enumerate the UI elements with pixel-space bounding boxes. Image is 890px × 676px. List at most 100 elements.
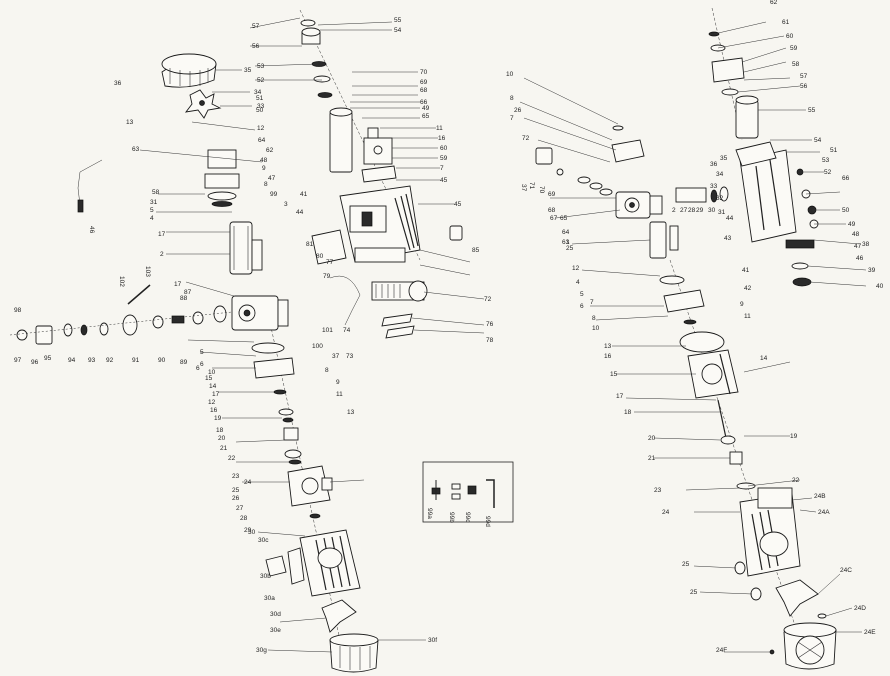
part-number-label: 92 [106,357,114,364]
part-number-label: 15 [610,371,618,378]
strip [785,239,815,249]
part-number-label: 9 [336,379,340,386]
part-number-label: 6 [580,303,584,310]
part-number-label: 89 [180,359,188,366]
part-number-label: 3 [284,201,288,208]
part-number-label: 30g [256,647,267,654]
part-number-label: 97 [14,357,22,364]
part-number-label: 16 [210,407,218,414]
flange-ring [251,342,285,354]
part-number-label: 96 [31,359,39,366]
part-number-label: 50 [842,207,850,214]
part-number-label: 57 [800,73,808,80]
part-number-label: 51 [256,95,264,102]
part-number-label: 61 [782,19,790,26]
part-number-label: 29 [696,207,704,214]
part-number-label: 4 [576,279,580,286]
part-number-label: 53 [822,157,830,164]
part-number-label: 29 [244,527,252,534]
part-number-label: 41 [300,191,308,198]
part-number-label: 37 [520,184,527,192]
part-number-label: 34 [254,89,262,96]
cylinder-sleeve [329,107,353,173]
part-number-label: 21 [220,445,228,452]
control-box [339,185,421,263]
part-number-label: 65 [560,215,568,222]
motor-stator [299,529,361,597]
part-number-label: 19 [790,433,798,440]
part-number-label: 78 [486,337,494,344]
part-number-label: 7 [440,165,444,172]
part-number-label: 63 [132,146,140,153]
part-number-label: 17 [616,393,624,400]
part-number-label: 63 [562,239,570,246]
part-number-label: 46 [88,226,95,234]
part-number-label: 25 [232,487,240,494]
part-number-label: 65 [422,113,430,120]
plate [385,325,415,339]
part-number-label: 24C [840,567,852,574]
part-number-label: 26 [514,107,522,114]
part-number-label: 18 [216,427,224,434]
part-number-label: 103 [144,266,151,277]
right-assembly [519,7,867,670]
part-number-label: 12 [257,125,265,132]
part-number-label: 48 [260,157,268,164]
part-number-label: 38 [862,241,870,248]
part-number-label: 73 [346,353,354,360]
part-number-label: 12 [208,399,216,406]
part-number-label: 24 [244,479,252,486]
part-number-label: 90 [158,357,166,364]
part-number-label: 27 [236,505,244,512]
part-number-label: 25 [690,589,698,596]
part-number-label: 36 [114,80,122,87]
part-number-label: 10 [208,369,216,376]
part-number-label: 52 [824,169,832,176]
part-number-label: 91 [132,357,140,364]
part-number-label: 31 [150,199,158,206]
right-bearing [729,451,743,465]
part-number-label: 69 [548,191,556,198]
part-number-label: 55 [394,17,402,24]
right-bearing-plate [663,289,705,313]
part-number-label: 30d [270,611,281,618]
part-number-label: 57 [252,23,260,30]
part-number-label: 2 [160,251,164,258]
part-number-label: 54 [814,137,822,144]
part-number-label: 26 [232,495,240,502]
part-number-label: 24B [814,493,826,500]
left-inlet-assembly [9,305,233,345]
part-number-label: 60 [786,33,794,40]
valve-block [361,127,397,183]
part-number-label: 30b [260,573,271,580]
part-number-label: 11 [436,125,443,132]
part-number-label: 1 [566,239,570,246]
part-number-label: 14 [209,383,217,390]
part-number-label: 79 [323,273,331,280]
part-number-label: 94 [68,357,76,364]
part-number-label: 24D [854,605,866,612]
right-rotor [649,221,679,259]
part-number-label: 12 [572,265,580,272]
sensor-probe [77,199,84,213]
part-number-label: 48 [852,231,860,238]
part-number-label: 10 [592,325,600,332]
part-number-label: 41 [742,267,750,274]
part-number-label: 21 [648,455,656,462]
part-number-label: 51 [830,147,838,154]
part-number-label: 68 [548,207,556,214]
part-number-label: 43 [724,235,732,242]
part-number-label: 9 [262,165,266,172]
part-number-label: 99d [484,516,491,527]
part-number-label: 7 [590,299,594,306]
part-number-label: 34 [716,171,724,178]
part-number-label: 70 [538,186,545,194]
rotor-shaft [229,221,263,275]
right-motor-fan [775,579,819,617]
gasket [311,229,347,265]
part-number-label: 20 [648,435,656,442]
connector [449,225,463,241]
part-number-label: 17 [158,231,166,238]
top-cap [300,19,321,45]
